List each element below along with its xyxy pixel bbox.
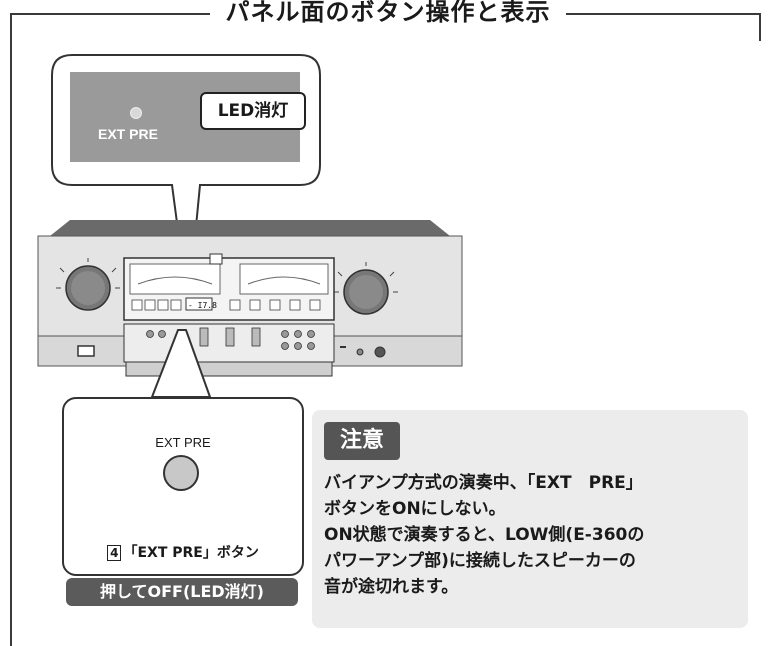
frame-right bbox=[759, 13, 761, 41]
caution-note: 注意 バイアンプ方式の演奏中、「EXT PRE」 ボタンをONにしない。 ON状… bbox=[312, 410, 748, 628]
ext-pre-caption-text: 「EXT PRE」ボタン bbox=[123, 545, 259, 561]
step-number: 4 bbox=[107, 545, 122, 561]
section-title: パネル面のボタン操作と表示 bbox=[212, 0, 564, 27]
frame-left bbox=[10, 13, 12, 646]
led-off-tag: LED消灯 bbox=[200, 92, 306, 130]
ext-pre-label-top: EXT PRE bbox=[98, 126, 158, 142]
frame-top-left bbox=[10, 13, 210, 15]
caution-line-4: パワーアンプ部)に接続したスピーカーの bbox=[324, 551, 636, 571]
frame-top-right bbox=[566, 13, 761, 15]
caution-line-1: バイアンプ方式の演奏中、「EXT PRE」 bbox=[324, 473, 643, 493]
amplifier-front-panel: - I7.8 bbox=[37, 220, 463, 377]
ext-pre-label-bottom: EXT PRE bbox=[155, 435, 211, 450]
display-readout: - I7.8 bbox=[188, 301, 217, 310]
status-off-label: 押してOFF(LED消灯) bbox=[66, 578, 298, 606]
led-indicator-off bbox=[130, 107, 142, 119]
caution-line-3: ON状態で演奏すると、LOW側(E-360の bbox=[324, 525, 645, 545]
caution-text: バイアンプ方式の演奏中、「EXT PRE」 ボタンをONにしない。 ON状態で演… bbox=[324, 470, 742, 600]
caution-line-2: ボタンをONにしない。 bbox=[324, 499, 506, 519]
ext-pre-button-caption: 4「EXT PRE」ボタン bbox=[78, 542, 288, 562]
ext-pre-button-callout: EXT PRE 4「EXT PRE」ボタン bbox=[62, 397, 304, 576]
caution-line-5: 音が途切れます。 bbox=[324, 577, 459, 597]
caution-badge: 注意 bbox=[324, 422, 400, 460]
ext-pre-button[interactable] bbox=[163, 455, 199, 491]
